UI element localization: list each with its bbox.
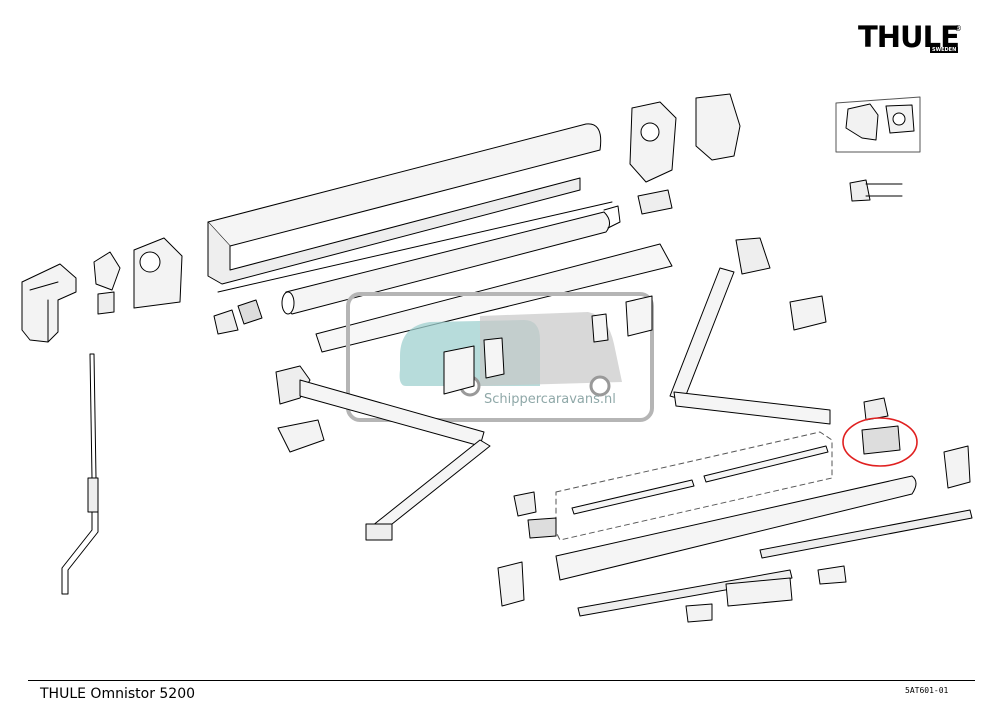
inset-end-caps	[835, 96, 921, 153]
gear-housing	[629, 101, 677, 215]
cassette-profile	[207, 123, 613, 293]
right-end-cap	[695, 93, 741, 161]
left-bracket-parts	[93, 237, 183, 315]
drawing-code: 5AT601-01	[905, 686, 949, 695]
fabric-roller	[281, 205, 621, 315]
brand-sub: SWEDEN	[930, 47, 959, 53]
small-end-cap-right	[943, 445, 971, 489]
mounting-brackets-middle	[443, 295, 653, 395]
watermark-logo	[346, 292, 654, 422]
crank-rod	[61, 353, 99, 595]
thule-logo: THULE ® SWEDEN	[858, 22, 962, 56]
tension-clip	[849, 179, 903, 202]
drive-gear-left	[213, 299, 263, 335]
right-support-arm	[669, 237, 831, 425]
left-support-arm	[275, 365, 491, 541]
brand-registered-mark: ®	[954, 24, 962, 33]
front-rail	[497, 475, 973, 623]
cross-bars-dashed	[555, 431, 833, 541]
footer-title: THULE Omnistor 5200	[40, 686, 196, 702]
left-end-cap	[21, 263, 77, 343]
fabric-lower-profile	[315, 243, 673, 353]
footer-divider	[28, 680, 975, 681]
highlighted-part	[842, 397, 918, 467]
watermark-text: Schippercaravans.nl	[484, 392, 616, 407]
